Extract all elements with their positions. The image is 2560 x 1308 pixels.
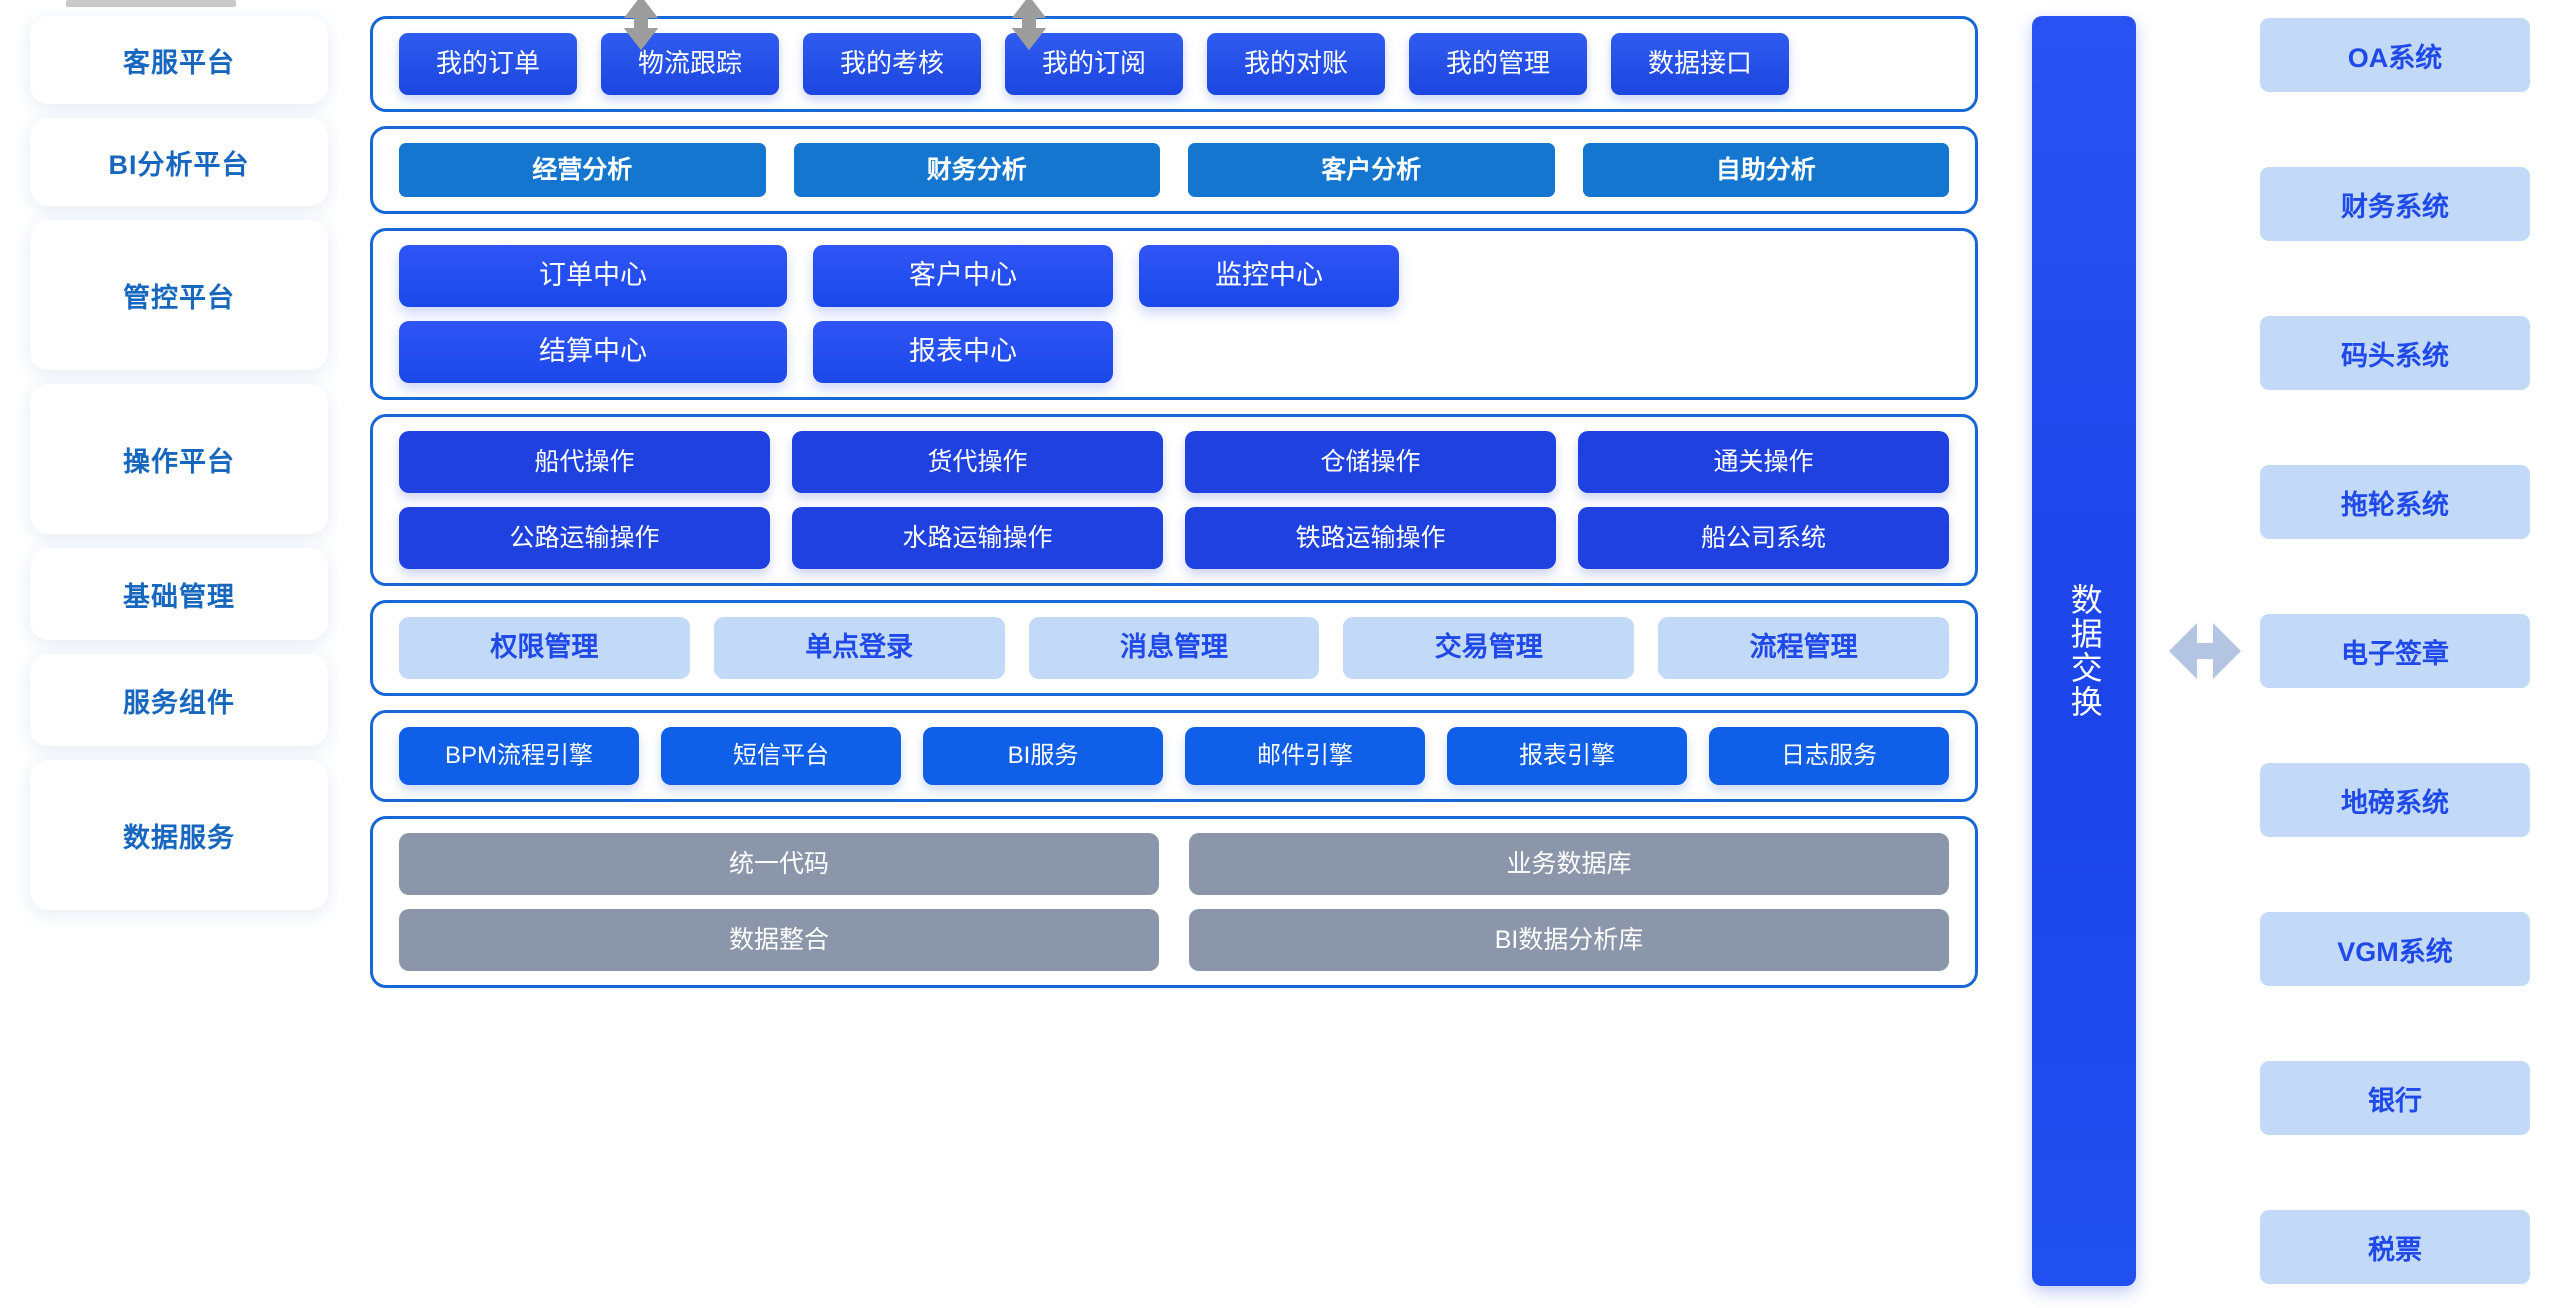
layer-row: 经营分析 财务分析 客户分析 自助分析 <box>399 143 1949 197</box>
layer-row: 公路运输操作 水路运输操作 铁路运输操作 船公司系统 <box>399 507 1949 569</box>
module-button[interactable]: 统一代码 <box>399 833 1159 895</box>
external-system-box[interactable]: OA系统 <box>2260 18 2530 92</box>
module-button[interactable]: 邮件引擎 <box>1185 727 1425 785</box>
module-button[interactable]: 物流跟踪 <box>601 33 779 95</box>
layer-row: 我的订单 物流跟踪 我的考核 我的订阅 我的对账 我的管理 数据接口 <box>399 33 1949 95</box>
sidebar-item-label: BI分析平台 <box>108 149 250 180</box>
double-arrow-horizontal-icon <box>2169 623 2241 679</box>
layer-stack: 我的订单 物流跟踪 我的考核 我的订阅 我的对账 我的管理 数据接口 经营分析 … <box>370 0 2018 1294</box>
module-button[interactable]: 消息管理 <box>1028 617 1320 679</box>
layer-row: BPM流程引擎 短信平台 BI服务 邮件引擎 报表引擎 日志服务 <box>399 727 1949 785</box>
layer-row: 订单中心 客户中心 监控中心 <box>399 245 1949 307</box>
module-button[interactable]: 公路运输操作 <box>399 507 770 569</box>
sidebar-item-customer-service[interactable]: 客服平台 <box>30 16 328 104</box>
module-button[interactable]: 权限管理 <box>399 617 690 679</box>
module-button[interactable]: 单点登录 <box>713 617 1005 679</box>
module-button[interactable]: 交易管理 <box>1343 617 1635 679</box>
module-button[interactable]: 短信平台 <box>661 727 901 785</box>
external-system-box[interactable]: VGM系统 <box>2260 912 2530 986</box>
module-button[interactable]: 水路运输操作 <box>792 507 1163 569</box>
sidebar-item-label: 数据服务 <box>123 822 235 853</box>
module-button[interactable]: 我的订阅 <box>1005 33 1183 95</box>
exchange-connector <box>2150 8 2260 1294</box>
module-button[interactable]: 客户分析 <box>1188 143 1555 197</box>
layer-row: 结算中心 报表中心 <box>399 321 1949 383</box>
layer-row: 统一代码 业务数据库 <box>399 833 1949 895</box>
module-button[interactable]: 自助分析 <box>1582 143 1949 197</box>
module-button[interactable]: 通关操作 <box>1578 431 1949 493</box>
external-system-box[interactable]: 财务系统 <box>2260 167 2530 241</box>
module-button[interactable]: BPM流程引擎 <box>399 727 639 785</box>
sidebar-item-basic-management[interactable]: 基础管理 <box>30 548 328 640</box>
top-stub-bar <box>66 0 236 7</box>
sidebar-item-control-platform[interactable]: 管控平台 <box>30 220 328 370</box>
module-button[interactable]: 我的管理 <box>1409 33 1587 95</box>
data-exchange-column: 数据交换 <box>2018 8 2150 1294</box>
external-systems-column: OA系统 财务系统 码头系统 拖轮系统 电子签章 地磅系统 VGM系统 银行 税… <box>2260 8 2560 1294</box>
external-system-box[interactable]: 电子签章 <box>2260 614 2530 688</box>
module-button[interactable]: 仓储操作 <box>1185 431 1556 493</box>
module-button[interactable]: 流程管理 <box>1658 617 1949 679</box>
external-system-box[interactable]: 税票 <box>2260 1210 2530 1284</box>
data-exchange-bar[interactable]: 数据交换 <box>2032 16 2136 1286</box>
module-button[interactable]: 客户中心 <box>813 245 1113 307</box>
module-button[interactable]: 数据接口 <box>1611 33 1789 95</box>
module-button[interactable]: 财务分析 <box>793 143 1160 197</box>
sidebar-item-label: 管控平台 <box>123 282 235 313</box>
module-button[interactable]: 报表引擎 <box>1447 727 1687 785</box>
layer-bi-analysis: 经营分析 财务分析 客户分析 自助分析 <box>370 126 1978 214</box>
layer-operation-platform: 船代操作 货代操作 仓储操作 通关操作 公路运输操作 水路运输操作 铁路运输操作… <box>370 414 1978 586</box>
module-button[interactable]: 经营分析 <box>399 143 766 197</box>
external-system-box[interactable]: 码头系统 <box>2260 316 2530 390</box>
sidebar: 客服平台 BI分析平台 管控平台 操作平台 基础管理 服务组件 数据服务 <box>0 8 370 1294</box>
module-button[interactable]: 船代操作 <box>399 431 770 493</box>
sidebar-item-label: 操作平台 <box>123 446 235 477</box>
module-button[interactable]: 日志服务 <box>1709 727 1949 785</box>
layer-row: 权限管理 单点登录 消息管理 交易管理 流程管理 <box>399 617 1949 679</box>
module-button[interactable]: 船公司系统 <box>1578 507 1949 569</box>
module-button[interactable]: 结算中心 <box>399 321 787 383</box>
sidebar-item-label: 服务组件 <box>123 687 235 718</box>
module-button[interactable]: 我的考核 <box>803 33 981 95</box>
external-system-box[interactable]: 拖轮系统 <box>2260 465 2530 539</box>
sidebar-item-label: 基础管理 <box>123 581 235 612</box>
sidebar-item-label: 客服平台 <box>123 47 235 78</box>
module-button[interactable]: 报表中心 <box>813 321 1113 383</box>
module-button[interactable]: BI数据分析库 <box>1189 909 1949 971</box>
module-button[interactable]: 我的订单 <box>399 33 577 95</box>
sidebar-item-bi-analysis[interactable]: BI分析平台 <box>30 118 328 206</box>
external-system-box[interactable]: 地磅系统 <box>2260 763 2530 837</box>
module-button[interactable]: BI服务 <box>923 727 1163 785</box>
module-button[interactable]: 货代操作 <box>792 431 1163 493</box>
module-button[interactable]: 订单中心 <box>399 245 787 307</box>
layer-customer-service: 我的订单 物流跟踪 我的考核 我的订阅 我的对账 我的管理 数据接口 <box>370 16 1978 112</box>
module-button[interactable]: 数据整合 <box>399 909 1159 971</box>
module-button[interactable]: 我的对账 <box>1207 33 1385 95</box>
sidebar-item-data-service[interactable]: 数据服务 <box>30 760 328 910</box>
layer-data-service: 统一代码 业务数据库 数据整合 BI数据分析库 <box>370 816 1978 988</box>
module-button[interactable]: 业务数据库 <box>1189 833 1949 895</box>
sidebar-item-operation-platform[interactable]: 操作平台 <box>30 384 328 534</box>
module-button[interactable]: 铁路运输操作 <box>1185 507 1556 569</box>
layer-row: 数据整合 BI数据分析库 <box>399 909 1949 971</box>
sidebar-item-service-components[interactable]: 服务组件 <box>30 654 328 746</box>
layer-control-platform: 订单中心 客户中心 监控中心 结算中心 报表中心 <box>370 228 1978 400</box>
layer-row: 船代操作 货代操作 仓储操作 通关操作 <box>399 431 1949 493</box>
layer-service-components: BPM流程引擎 短信平台 BI服务 邮件引擎 报表引擎 日志服务 <box>370 710 1978 802</box>
module-button[interactable]: 监控中心 <box>1139 245 1399 307</box>
layer-basic-management: 权限管理 单点登录 消息管理 交易管理 流程管理 <box>370 600 1978 696</box>
external-system-box[interactable]: 银行 <box>2260 1061 2530 1135</box>
